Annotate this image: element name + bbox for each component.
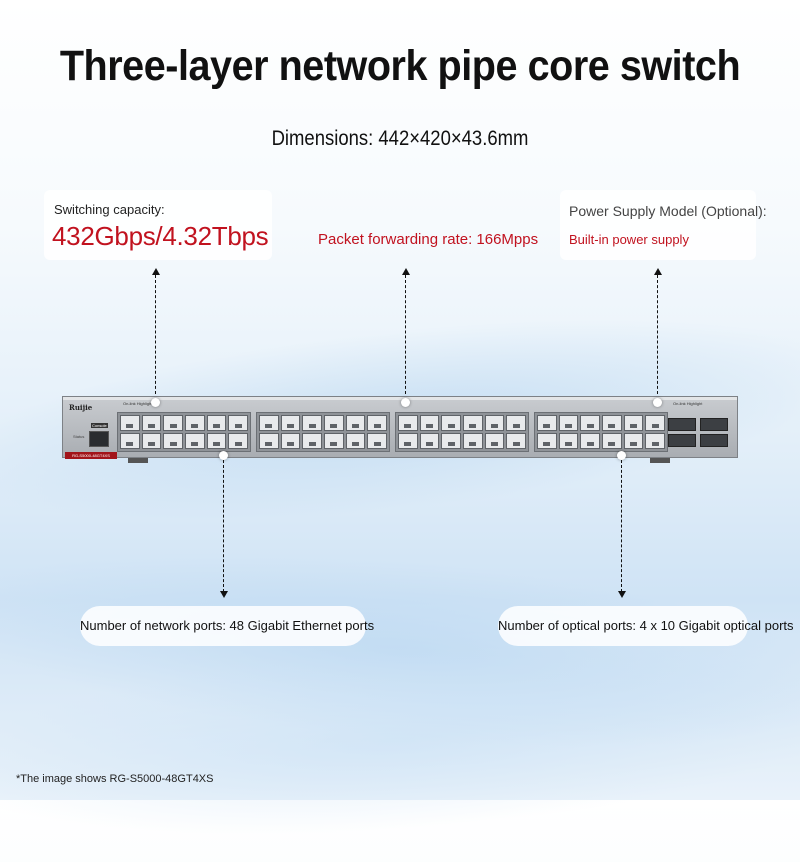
callout-line: [223, 460, 224, 592]
callout-line: [657, 275, 658, 399]
rj45-port: [120, 415, 140, 431]
rj45-port: [367, 415, 387, 431]
rj45-port: [141, 415, 162, 431]
rj45-port: [163, 433, 183, 449]
rj45-port: [484, 415, 505, 431]
callout-dot: [401, 398, 410, 407]
callout-dot: [219, 451, 228, 460]
rj45-port: [558, 433, 579, 449]
sfp-port: [700, 434, 728, 447]
rj45-port: [580, 433, 600, 449]
switch-foot: [650, 458, 670, 463]
callout-dot: [151, 398, 160, 407]
rj45-port: [302, 415, 322, 431]
rj45-port-group: [117, 412, 251, 452]
port-group-header: On-link Highlight: [123, 401, 153, 406]
rj45-port: [645, 433, 665, 449]
packet-forwarding-rate: Packet forwarding rate: 166Mpps: [318, 231, 539, 248]
console-label: Console: [91, 423, 108, 428]
network-ports-card: Number of network ports: 48 Gigabit Ethe…: [80, 606, 375, 646]
sfp-group-header: On-link Highlight: [673, 401, 703, 406]
page-title: Three-layer network pipe core switch: [59, 42, 741, 90]
rj45-port: [302, 433, 322, 449]
rj45-port: [280, 433, 301, 449]
footnote: *The image shows RG-S5000-48GT4XS: [16, 773, 214, 785]
callout-dot: [617, 451, 626, 460]
rj45-port: [580, 415, 600, 431]
rj45-port: [280, 415, 301, 431]
sfp-port: [700, 418, 728, 431]
background-wave: [0, 618, 800, 862]
rj45-port: [184, 433, 205, 449]
switch-front-left: Ruijie Console Status: [67, 401, 111, 455]
console-port: [89, 431, 109, 447]
power-supply-card: Power Supply Model (Optional): Built-in …: [560, 190, 767, 260]
arrow-down-icon: [220, 591, 228, 598]
power-supply-label: Power Supply Model (Optional):: [569, 203, 767, 219]
rj45-port: [506, 433, 526, 449]
rj45-port: [623, 415, 644, 431]
status-label: Status: [73, 434, 85, 439]
rj45-port: [323, 415, 344, 431]
rj45-port: [228, 415, 248, 431]
rj45-port: [537, 433, 557, 449]
optical-ports-card: Number of optical ports: 4 x 10 Gigabit …: [498, 606, 794, 646]
rj45-port: [398, 415, 418, 431]
rj45-port: [462, 433, 483, 449]
rj45-port: [259, 433, 279, 449]
rj45-port: [506, 415, 526, 431]
model-badge: RG-S5000-48GT4XS: [65, 452, 117, 459]
rj45-port: [462, 415, 483, 431]
rj45-port: [228, 433, 248, 449]
rj45-port: [484, 433, 505, 449]
rj45-port: [345, 433, 366, 449]
rj45-port: [441, 415, 461, 431]
rj45-port: [419, 433, 440, 449]
switching-capacity-card: Switching capacity: 432Gbps/4.32Tbps: [44, 190, 272, 260]
switching-capacity-label: Switching capacity:: [54, 202, 165, 217]
dimensions-text: Dimensions: 442×420×43.6mm: [271, 127, 529, 150]
rj45-port: [323, 433, 344, 449]
callout-dot: [653, 398, 662, 407]
rj45-port: [419, 415, 440, 431]
background-wave: [0, 520, 800, 780]
rj45-port: [120, 433, 140, 449]
rj45-port-group: [534, 412, 668, 452]
switch-device: Ruijie Console Status RG-S5000-48GT4XS O…: [62, 396, 738, 459]
rj45-port: [141, 433, 162, 449]
arrow-up-icon: [152, 268, 160, 275]
rj45-port: [184, 415, 205, 431]
rj45-port: [163, 415, 183, 431]
rj45-port: [345, 415, 366, 431]
rj45-port: [398, 433, 418, 449]
rj45-port: [206, 433, 227, 449]
arrow-up-icon: [654, 268, 662, 275]
rj45-port: [367, 433, 387, 449]
callout-line: [621, 460, 622, 592]
switch-foot: [128, 458, 148, 463]
power-supply-value: Built-in power supply: [569, 232, 689, 247]
rj45-port: [259, 415, 279, 431]
rj45-port-group: [395, 412, 529, 452]
ruijie-logo: Ruijie: [69, 403, 93, 412]
sfp-port: [668, 418, 696, 431]
rj45-port: [206, 415, 227, 431]
callout-line: [155, 275, 156, 399]
rj45-port-group: [256, 412, 390, 452]
arrow-up-icon: [402, 268, 410, 275]
switching-capacity-value: 432Gbps/4.32Tbps: [52, 221, 269, 251]
rj45-port: [623, 433, 644, 449]
rj45-port: [601, 433, 622, 449]
rj45-port: [558, 415, 579, 431]
sfp-port: [668, 434, 696, 447]
network-ports-text: Number of network ports: 48 Gigabit Ethe…: [80, 618, 375, 633]
rj45-port: [645, 415, 665, 431]
sfp-port-group: [668, 412, 732, 452]
rj45-port: [441, 433, 461, 449]
callout-line: [405, 275, 406, 399]
rj45-port: [601, 415, 622, 431]
arrow-down-icon: [618, 591, 626, 598]
optical-ports-text: Number of optical ports: 4 x 10 Gigabit …: [498, 618, 794, 633]
rj45-port: [537, 415, 557, 431]
